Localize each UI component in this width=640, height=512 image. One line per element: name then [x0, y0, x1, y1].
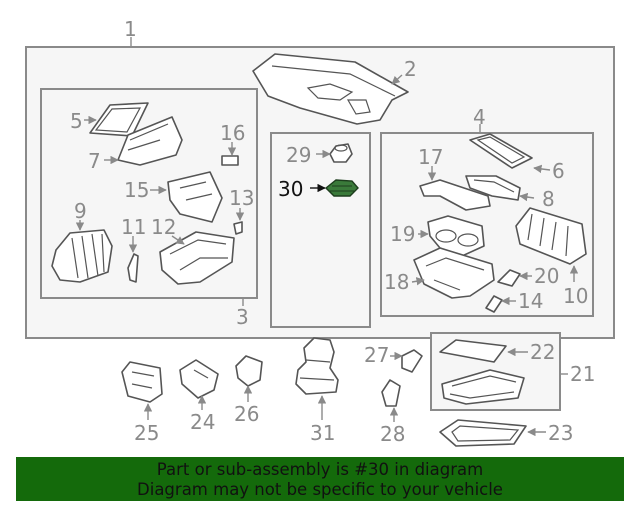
part-12-storage-bin[interactable]	[159, 231, 235, 285]
label-28: 28	[380, 422, 405, 446]
label-16: 16	[220, 121, 245, 145]
label-14: 14	[518, 289, 543, 313]
label-4: 4	[473, 105, 486, 129]
label-27: 27	[364, 343, 389, 367]
part-18-base[interactable]	[413, 247, 495, 299]
info-banner: Part or sub-assembly is #30 in diagram D…	[16, 457, 624, 501]
part-21-tray[interactable]	[441, 369, 525, 405]
label-21: 21	[570, 362, 595, 386]
label-6: 6	[552, 159, 565, 183]
part-6-lid-mat[interactable]	[469, 133, 533, 169]
part-28-bracket[interactable]	[381, 379, 401, 407]
part-27-plug[interactable]	[401, 349, 423, 373]
part-15-panel[interactable]	[167, 171, 223, 223]
label-10: 10	[563, 284, 588, 308]
part-11-hinge[interactable]	[127, 253, 139, 283]
label-26: 26	[234, 402, 259, 426]
label-31: 31	[310, 421, 335, 445]
label-30-highlighted: 30	[278, 177, 303, 201]
part-25-module[interactable]	[121, 361, 163, 403]
label-5: 5	[70, 109, 83, 133]
label-15: 15	[124, 178, 149, 202]
label-12: 12	[151, 215, 176, 239]
part-7-bracket[interactable]	[117, 116, 183, 166]
part-8-latch[interactable]	[465, 175, 521, 201]
label-9: 9	[74, 199, 87, 223]
label-17: 17	[418, 145, 443, 169]
label-3: 3	[236, 305, 249, 329]
label-22: 22	[530, 340, 555, 364]
banner-line-2: Diagram may not be specific to your vehi…	[137, 480, 503, 499]
banner-line-1: Part or sub-assembly is #30 in diagram	[156, 460, 484, 479]
label-20: 20	[534, 264, 559, 288]
part-16-clip[interactable]	[221, 155, 239, 166]
part-19-cup-holder[interactable]	[427, 215, 485, 257]
label-2: 2	[404, 57, 417, 81]
label-8: 8	[542, 187, 555, 211]
part-26-switch[interactable]	[235, 355, 263, 387]
label-11: 11	[121, 215, 146, 239]
label-1: 1	[124, 17, 137, 41]
label-7: 7	[88, 149, 101, 173]
label-19: 19	[390, 222, 415, 246]
label-29: 29	[286, 143, 311, 167]
label-25: 25	[134, 421, 159, 445]
part-13-clip[interactable]	[233, 221, 243, 235]
part-23-tray-mat[interactable]	[439, 419, 527, 447]
assembly-box-30	[270, 132, 371, 328]
label-13: 13	[229, 186, 254, 210]
part-17-frame[interactable]	[419, 179, 491, 211]
part-22-mat[interactable]	[439, 339, 507, 363]
part-2-trim-plate[interactable]	[252, 53, 409, 125]
part-31-shifter[interactable]	[295, 337, 339, 395]
part-24-module[interactable]	[179, 359, 219, 399]
part-5-bin-mat[interactable]	[89, 102, 149, 137]
part-9-bin-liner[interactable]	[51, 229, 113, 283]
part-30-highlighted-component[interactable]	[324, 179, 359, 197]
label-18: 18	[384, 270, 409, 294]
part-10-side-panel[interactable]	[515, 207, 587, 265]
label-24: 24	[190, 410, 215, 434]
label-23: 23	[548, 421, 573, 445]
